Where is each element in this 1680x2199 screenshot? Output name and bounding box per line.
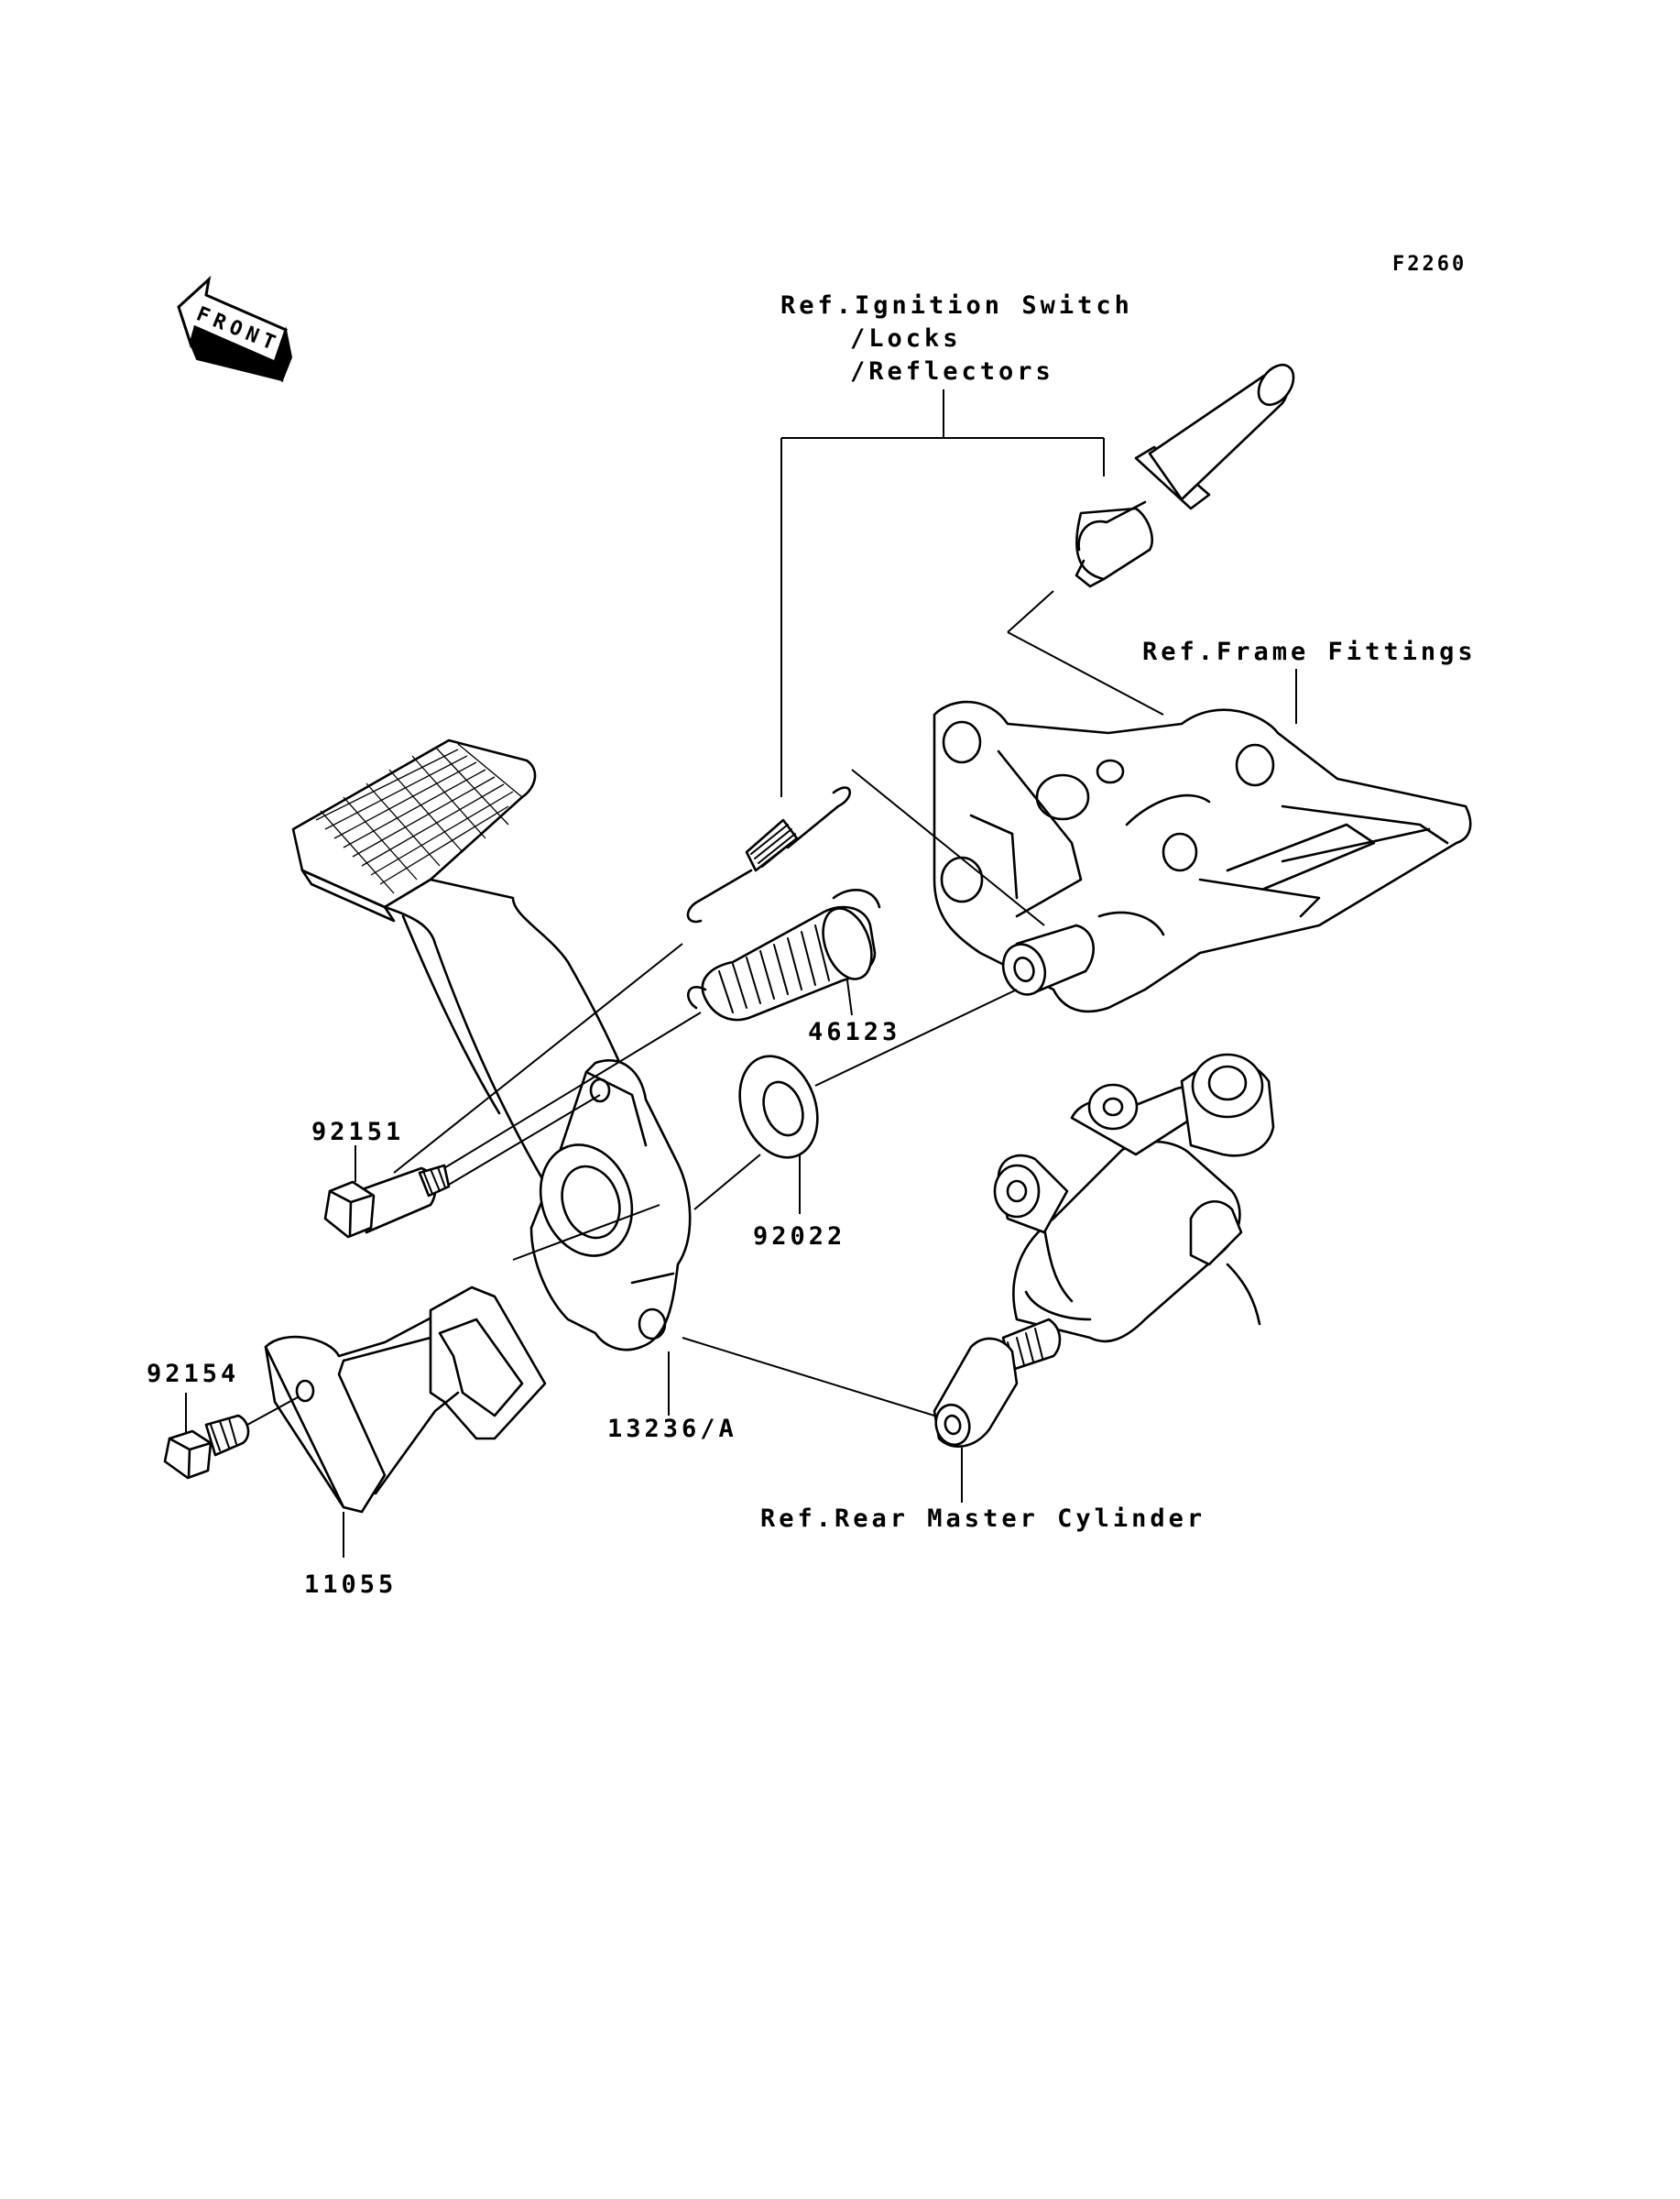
ignition-ref-line3: /Reflectors [850, 357, 1054, 386]
front-arrow-icon: FRONT [177, 275, 293, 383]
bolt-92151 [323, 1164, 451, 1239]
part-13236a-label: 13236/A [607, 1415, 737, 1443]
washer-92022 [738, 1055, 819, 1159]
ignition-ref-line2: /Locks [850, 324, 962, 353]
diagram-code: F2260 [1392, 253, 1467, 276]
brake-light-switch [1007, 364, 1295, 716]
return-spring-small [686, 786, 852, 924]
part-92151-label: 92151 [311, 1118, 404, 1146]
ignition-ref-line1: Ref.Ignition Switch [780, 291, 1133, 320]
spring-46123 [687, 889, 881, 1022]
part-11055-label: 11055 [304, 1570, 397, 1599]
frame-ref-label: Ref.Frame Fittings [1142, 638, 1477, 666]
ignition-ref-leader [780, 389, 1105, 797]
guard-plate-11055 [264, 1285, 547, 1514]
part-92022-label: 92022 [753, 1222, 845, 1251]
part-92154-label: 92154 [147, 1360, 239, 1388]
bolt-92154 [163, 1414, 250, 1480]
rear-master-cylinder [933, 1053, 1275, 1448]
brake-pedal-13236a [291, 738, 692, 1351]
master-cylinder-ref-label: Ref.Rear Master Cylinder [760, 1504, 1205, 1533]
part-46123-label: 46123 [808, 1018, 900, 1046]
frame-fitting-bracket [933, 700, 1472, 1013]
